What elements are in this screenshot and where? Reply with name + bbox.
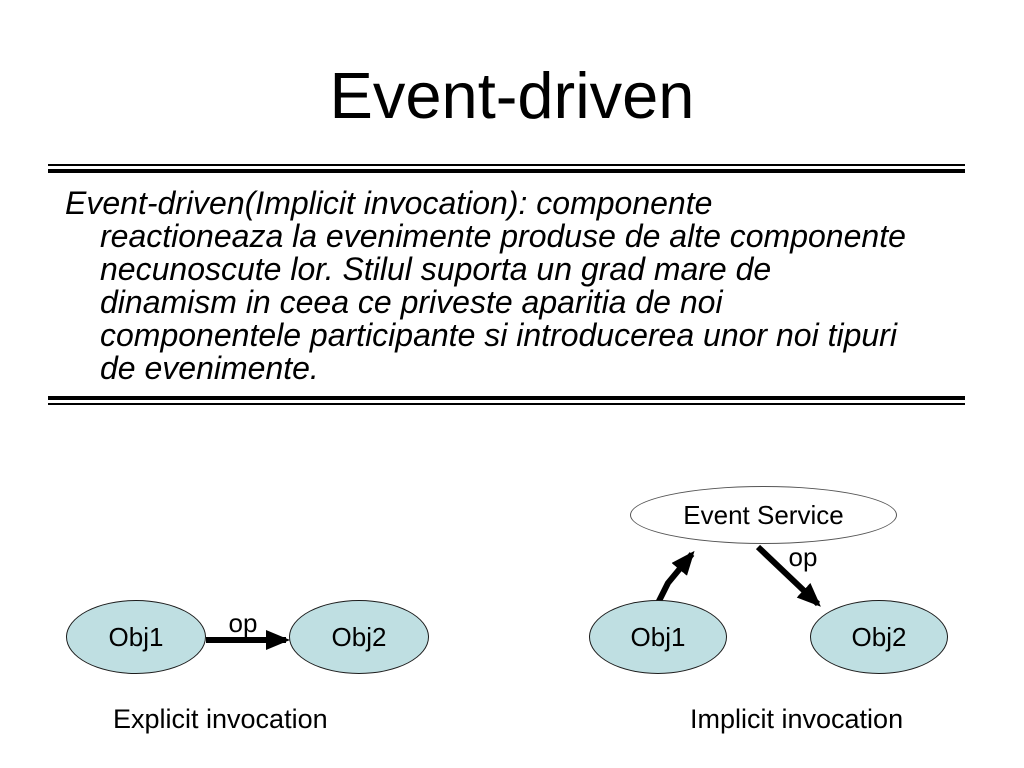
implicit-op-label: op	[788, 542, 818, 572]
implicit-obj1-ellipse: Obj1	[589, 600, 727, 674]
explicit-obj2-label: Obj2	[331, 622, 387, 652]
body-line: dinamism in ceea ce priveste aparitia de…	[100, 284, 723, 320]
implicit-obj2-ellipse: Obj2	[810, 600, 948, 674]
body-line: necunoscute lor. Stilul suporta un grad …	[100, 251, 772, 287]
event-service-label: Event Service	[683, 500, 844, 530]
explicit-obj1-ellipse: Obj1	[66, 600, 206, 674]
event-service-ellipse: Event Service	[630, 486, 897, 544]
implicit-obj2-label: Obj2	[851, 622, 907, 652]
explicit-op-label: op	[228, 608, 258, 638]
body-line: de evenimente.	[100, 350, 319, 386]
body-line: reactioneaza la evenimente produse de al…	[100, 218, 906, 254]
body-line: componentele participante si introducere…	[100, 317, 897, 353]
body-paragraph: Event-driven(Implicit invocation): compo…	[65, 187, 980, 386]
explicit-invocation-caption: Explicit invocation	[113, 704, 328, 734]
divider-top	[48, 164, 965, 173]
divider-bottom	[48, 396, 965, 405]
page-title: Event-driven	[329, 59, 695, 132]
implicit-invocation-caption: Implicit invocation	[690, 704, 904, 734]
explicit-obj2-ellipse: Obj2	[289, 600, 429, 674]
implicit-publish-arrow	[654, 550, 695, 607]
body-line: Event-driven(Implicit invocation): compo…	[65, 185, 713, 221]
explicit-obj1-label: Obj1	[108, 622, 164, 652]
implicit-obj1-label: Obj1	[630, 622, 686, 652]
